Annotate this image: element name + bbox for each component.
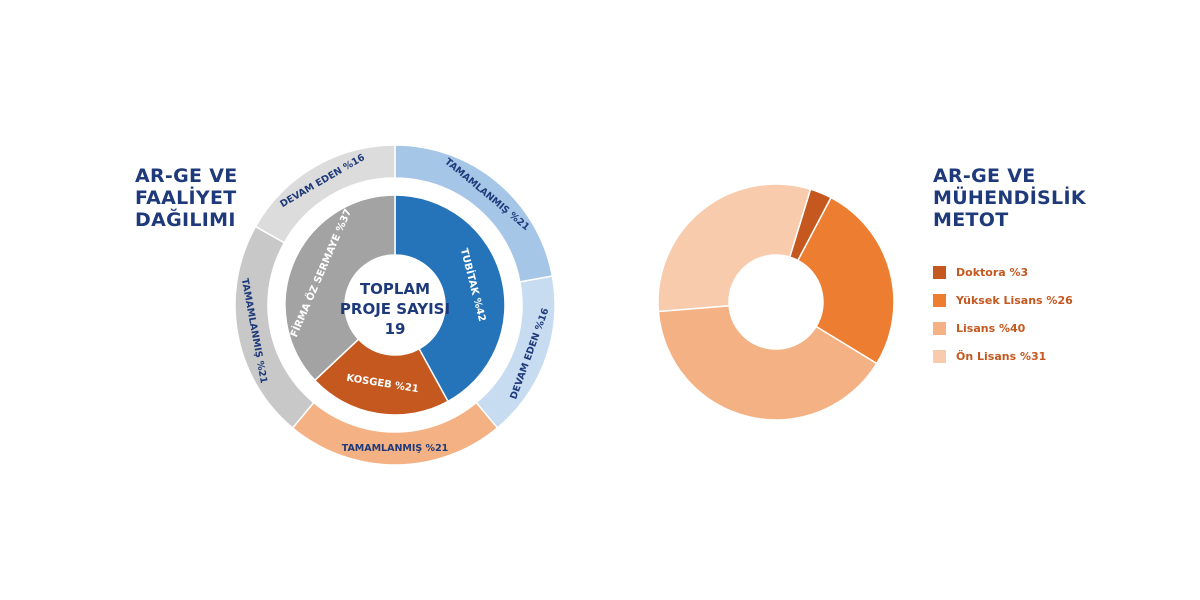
legend-swatch	[933, 265, 946, 279]
legend-label: Lisans %40	[956, 321, 1026, 335]
left-title-line-3: DAĞILIMI	[135, 209, 236, 231]
donut-slice-lisans-40	[657, 304, 878, 421]
legend-label: Doktora %3	[956, 265, 1029, 279]
center-label-line-2: PROJE SAYISI	[340, 300, 450, 318]
sunburst-outer-ring	[234, 144, 556, 466]
sunburst-inner-ring	[284, 194, 506, 416]
legend-label: Ön Lisans %31	[956, 349, 1047, 363]
legend-item: Doktora %3	[933, 258, 1073, 286]
inner-segment-kosgeb-21	[313, 338, 450, 416]
right-chart-title: AR-GE VE MÜHENDİSLİK METOT	[933, 165, 1093, 231]
left-title-line-2: FAALİYET	[135, 187, 237, 209]
donut-legend: Doktora %3 Yüksek Lisans %26 Lisans %40 …	[933, 258, 1073, 370]
legend-swatch	[933, 321, 946, 335]
right-title-line-3: METOT	[933, 209, 1009, 231]
outer-segment-devam-eden-16	[254, 144, 396, 244]
donut-chart	[657, 183, 895, 421]
left-chart-title: AR-GE VE FAALİYET DAĞILIMI	[135, 165, 295, 231]
outer-label-tamamlanmis-21: TAMAMLANMIŞ %21	[342, 443, 449, 454]
center-label-line-1: TOPLAM	[360, 280, 430, 298]
legend-item: Lisans %40	[933, 314, 1073, 342]
legend-item: Yüksek Lisans %26	[933, 286, 1073, 314]
donut-slice-yuksek-lisans-26	[796, 196, 895, 365]
left-title-line-1: AR-GE VE	[135, 165, 238, 187]
right-title-line-1: AR-GE VE	[933, 165, 1036, 187]
inner-segment-tubitak-42	[394, 194, 506, 403]
inner-segment-firma-oz-sermaye-37	[284, 194, 396, 382]
legend-swatch	[933, 293, 946, 307]
legend-label: Yüksek Lisans %26	[956, 293, 1073, 307]
legend-item: Ön Lisans %31	[933, 342, 1073, 370]
center-label-total: 19	[385, 320, 406, 338]
sunburst-center-label: TOPLAM PROJE SAYISI 19	[340, 280, 450, 338]
legend-swatch	[933, 349, 946, 363]
right-title-line-2: MÜHENDİSLİK	[933, 187, 1086, 209]
donut-slice-on-lisans-31	[657, 183, 812, 313]
